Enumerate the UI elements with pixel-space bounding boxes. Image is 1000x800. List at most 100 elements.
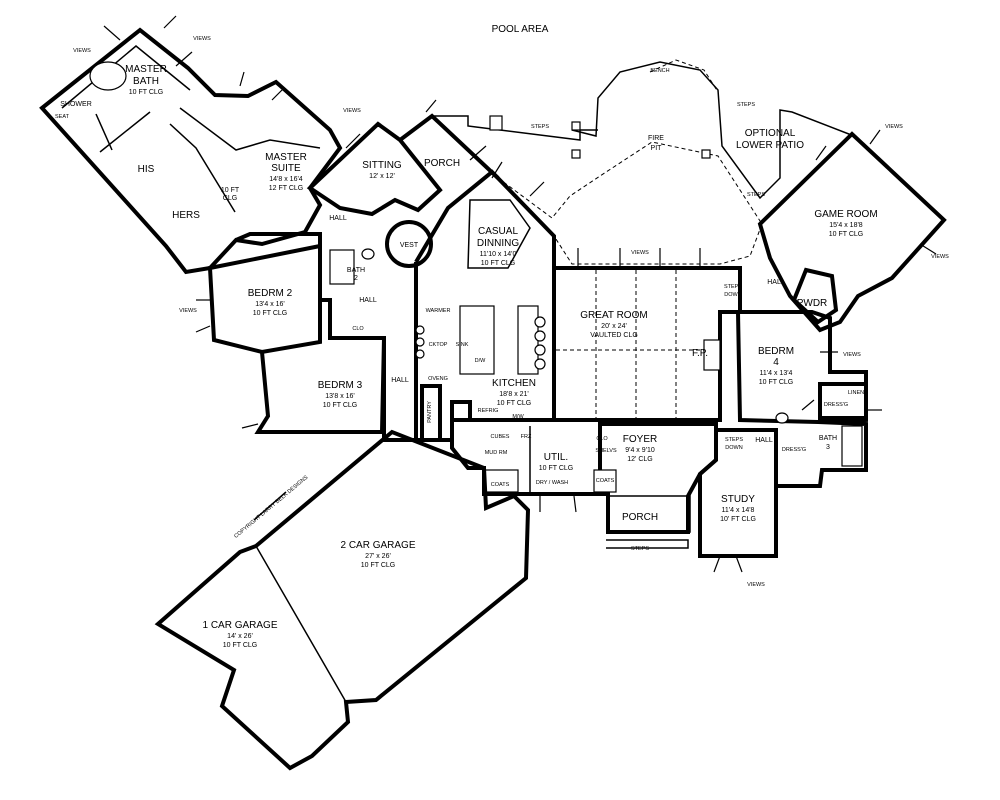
garage2-label: 2 CAR GARAGE [340,540,415,551]
frz-label: FRZ [521,434,532,440]
copyright-text: COPYRIGHT LARRY BELK DESIGNS [233,474,309,539]
views-label: VIEWS [931,254,949,260]
hall-label: HALL [329,215,347,222]
great-room-clg: VAULTED CLG [590,332,638,339]
views-label: VIEWS [73,48,91,54]
sitting-size: 12' x 12' [369,173,395,180]
study-label: STUDY [721,494,755,505]
microwave-label: M/W [512,414,524,420]
game-room-size: 15'4 x 18'8 [829,222,863,229]
porch-post [571,149,581,159]
views-label: VIEWS [885,124,903,130]
views-label: VIEWS [631,250,649,256]
bathtub [89,61,127,91]
bedrm3-label: BEDRM 3 [318,380,363,391]
sitting-label: SITTING [362,160,402,171]
pantry-label: PANTRY [427,401,433,423]
steps-down-label: DOWN [725,445,742,451]
master-bath-label: BATH [133,76,159,87]
grill [489,115,503,131]
coats-label: COATS [596,478,615,484]
bedrm2-label: BEDRM 2 [248,288,293,299]
bath3-shower [841,425,863,467]
porch-label: PORCH [622,512,658,523]
garage2-clg: 10 FT CLG [361,562,396,569]
game-room-label: GAME ROOM [814,209,877,220]
bedrm2-clg: 10 FT CLG [253,310,288,317]
walls [39,27,947,771]
clo-label: CLO [352,326,364,332]
foyer-size: 9'4 x 9'10 [625,447,655,454]
hall-label: HALL [359,297,377,304]
master-suite-size: 14'8 x 16'4 [269,176,303,183]
views-label: VIEWS [193,36,211,42]
seat-label: SEAT [55,114,70,120]
casual-dinning-label: DINNING [477,238,519,249]
warmer-label: WARMER [426,308,451,314]
bar-stool [534,330,546,342]
master-suite-clg: 12 FT CLG [269,185,304,192]
dry-wash-label: DRY / WASH [536,480,568,486]
dw-label: D/W [475,358,487,364]
coats-label: COATS [491,482,510,488]
kitchen-clg: 10 FT CLG [497,400,532,407]
bedrm3-clg: 10 FT CLG [323,402,358,409]
pwdr-label: PWDR [797,298,828,309]
steps-label: STEPS [737,102,755,108]
fire-pit-label-1: FIRE [648,135,664,142]
study-size: 11'4 x 14'8 [722,507,755,514]
foyer-clg: 12' CLG [627,456,652,463]
bedrm2-size: 13'4 x 16' [255,301,285,308]
dress-label: DRESS'G [782,447,806,453]
util-label: UTIL. [544,452,568,463]
suite-clg-label: CLG [223,195,237,202]
fire-pit-label-2: PIT [651,145,663,152]
cooktop-burner [415,349,425,359]
kitchen-island [459,305,495,375]
game-room-clg: 10 FT CLG [829,231,864,238]
cooktop-burner [415,337,425,347]
garage1-label: 1 CAR GARAGE [202,620,277,631]
master-bath-label: MASTER [125,64,167,75]
bath2-label: 2 [354,275,358,282]
refrig-label: REFRIG [478,408,499,414]
bar-stool [534,358,546,370]
bedrm4-label: 4 [773,357,779,368]
casual-dinning-clg: 10 FT CLG [481,260,516,267]
cooktop-burner [415,325,425,335]
views-label: VIEWS [747,582,765,588]
kitchen-label: KITCHEN [492,378,536,389]
bath3-label: BATH [819,435,837,442]
sink-label: SINK [456,342,469,348]
views-label: VIEWS [179,308,197,314]
fixtures [89,61,863,467]
hall-label: HALL [767,279,785,286]
pool-area-label: POOL AREA [492,24,549,35]
bedrm4-clg: 10 FT CLG [759,379,794,386]
oveng-label: OVENG [428,376,448,382]
kitchen-size: 18'8 x 21' [499,391,529,398]
cubes-label: CUBES [491,434,510,440]
vest-label: VEST [400,242,419,249]
steps-down-label: DOWN [724,292,741,298]
view-arrows [103,15,937,573]
porch-post [571,121,581,131]
shelvs-label: SHELVS [595,448,617,454]
great-room-size: 20' x 24' [601,323,627,330]
porch-label: PORCH [424,158,460,169]
bedrm3-size: 13'8 x 16' [325,393,355,400]
mud-rm-label: MUD RM [485,450,508,456]
steps-down-label: STEPS [725,437,743,443]
master-suite-label: SUITE [271,163,301,174]
master-bath-clg: 10 FT CLG [129,89,164,96]
bath3-label: 3 [826,444,830,451]
steps-label: STEPS [631,546,649,552]
views-label: VIEWS [843,352,861,358]
bath2-label: BATH [347,267,365,274]
porch-post [701,149,711,159]
foyer-label: FOYER [623,434,657,445]
hers-closet-label: HERS [172,210,200,221]
bath2-sink [361,248,375,260]
bedrm4-label: BEDRM [758,346,794,357]
